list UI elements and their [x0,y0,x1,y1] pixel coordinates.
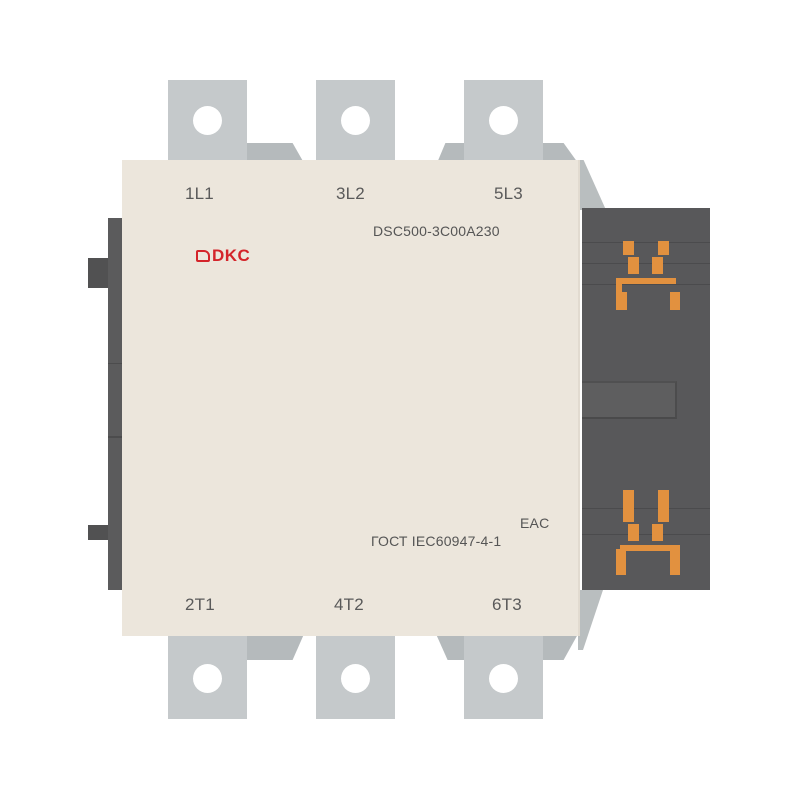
brand-name: DKC [212,246,251,265]
auxiliary-block-divider [582,381,677,419]
terminal-label-1L1: 1L1 [185,184,214,203]
mounting-peg-bottom [88,525,108,540]
screw-hole-icon [193,106,222,135]
right-side-plate-bottom [578,590,603,650]
terminal-label-2T1: 2T1 [185,595,215,614]
bottom-back-plate-3a [436,634,465,660]
screw-hole-icon [489,664,518,693]
terminal-6T3 [464,634,543,719]
top-back-plate-3a [437,143,465,163]
screw-hole-icon [341,106,370,135]
terminal-3L2 [316,80,395,162]
right-side-plate-top [578,160,606,210]
terminal-label-4T2: 4T2 [334,595,364,614]
model-number: DSC500-3C00A230 [373,223,500,239]
terminal-label-5L3: 5L3 [494,184,523,203]
terminal-label-3L2: 3L2 [336,184,365,203]
left-housing-seam [108,363,127,364]
bottom-back-plate-1 [247,634,304,660]
terminal-label-6T3: 6T3 [492,595,522,614]
terminal-5L3 [464,80,543,162]
terminal-1L1 [168,80,247,162]
mounting-peg-top [88,258,108,288]
dkc-logo-icon [196,250,210,262]
screw-hole-icon [489,106,518,135]
terminal-2T1 [168,634,247,719]
brand-logo: DKC [196,246,250,266]
standard-label: ГОСТ IEC60947-4-1 [371,533,502,549]
left-housing-seam [108,436,127,438]
screw-hole-icon [193,664,222,693]
certification-mark: EAC [520,515,550,531]
terminal-4T2 [316,634,395,719]
top-back-plate-1 [247,143,304,163]
contactor-front-cover [122,160,580,636]
bottom-back-plate-3b [542,634,578,660]
screw-hole-icon [341,664,370,693]
